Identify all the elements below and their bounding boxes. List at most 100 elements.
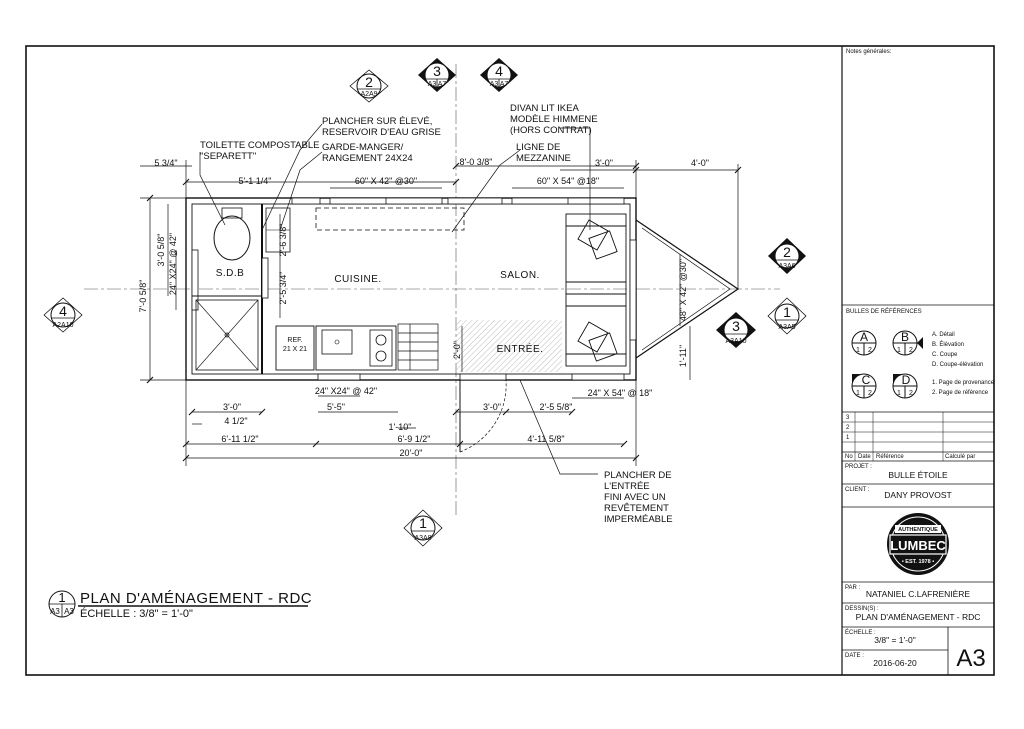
rev-header-calc: Calculé par: [945, 454, 975, 460]
par-value: NATANIEL C.LAFRENIÈRE: [866, 589, 971, 599]
dessin-value: PLAN D'AMÉNAGEMENT - RDC: [856, 612, 981, 622]
rev-row-1: 1: [846, 435, 850, 441]
lumbec-logo: AUTHENTIQUE LUMBEC • EST. 1978 •: [887, 513, 949, 575]
fridge-label: REF.: [287, 337, 302, 344]
dim-24x24-v: 24" X24" @ 42": [168, 233, 178, 295]
dim-4-1-2: 4 1/2": [224, 416, 247, 426]
svg-text:A3: A3: [428, 81, 437, 88]
svg-text:2: 2: [868, 390, 872, 397]
dim-7-0-5-8: 7'-0 5/8": [138, 280, 148, 313]
dim-3-0-5-8: 3'-0 5/8": [156, 234, 166, 267]
fridge: [275, 325, 315, 371]
bubble-4-a3a7: 4 A3 A7: [480, 58, 518, 92]
bubble-3-a3a7: 3 A3 A7: [418, 58, 456, 92]
shower-pan: [195, 299, 259, 371]
dim-3-0-bl: 3'-0": [223, 402, 241, 412]
dim-48x42: 48" X 42" @30": [678, 259, 688, 321]
dim-5-3-4: 5 3/4": [154, 158, 177, 168]
center-lines: [84, 64, 780, 515]
note-divan-2: MODÈLE HIMMENE: [510, 114, 598, 125]
note-entree-3: FINI AVEC UN: [604, 492, 666, 503]
entry-floor: [456, 320, 562, 372]
svg-text:AUTHENTIQUE: AUTHENTIQUE: [898, 527, 938, 533]
svg-text:A7: A7: [500, 81, 509, 88]
dim-8-0-3-8: 8'-0 3/8": [460, 157, 493, 167]
legend-c: C. Coupe: [932, 352, 958, 358]
bottom-windows: [191, 239, 637, 381]
note-toilette-1: TOILETTE COMPOSTABLE: [200, 140, 319, 151]
date-value: 2016-06-20: [873, 658, 917, 668]
svg-text:2: 2: [783, 244, 791, 260]
legend-d: D. Coupe-élévation: [932, 362, 983, 368]
projet-label: PROJET :: [845, 464, 872, 470]
legend-bubble-a: A 1 2: [851, 330, 877, 356]
title-bubble-num: 1: [58, 590, 65, 605]
note-garde-2: RANGEMENT 24X24: [322, 153, 413, 164]
legend-a: A. Détail: [932, 332, 955, 338]
top-windows: [291, 197, 625, 205]
projet-value: BULLE ÉTOILE: [888, 470, 948, 480]
leader-lines: [199, 123, 598, 475]
client-value: DANY PROVOST: [884, 490, 951, 500]
dim-3-0-bm: 3'-0": [483, 402, 501, 412]
stairs: [397, 323, 439, 371]
note-plancher-1: PLANCHER SUR ÉLEVÉ,: [322, 116, 432, 127]
svg-text:• EST. 1978 •: • EST. 1978 •: [902, 559, 934, 565]
svg-text:A: A: [860, 330, 868, 344]
par-label: PAR :: [845, 585, 861, 591]
note-ligne-2: MEZZANINE: [516, 153, 571, 164]
dim-5-11-1-4: 5'-1 1/4": [239, 176, 272, 186]
notes-label: Notes générales:: [846, 49, 892, 55]
drawing-title: 1 A3 A3 PLAN D'AMÉNAGEMENT - RDC ÉCHELLE…: [48, 590, 312, 620]
legend-bubble-b: B 1 2: [892, 330, 923, 356]
legend-bubble-c: C 1 2: [851, 373, 877, 399]
note-ligne-1: LIGNE DE: [516, 142, 560, 153]
note-entree-1: PLANCHER DE: [604, 470, 672, 481]
svg-text:1: 1: [897, 347, 901, 354]
svg-text:A2A10: A2A10: [52, 322, 73, 329]
bubble-1-a3a8: 1 A3A8: [403, 509, 443, 547]
svg-text:A3A8: A3A8: [414, 535, 431, 542]
room-label-cuisine: CUISINE.: [334, 274, 381, 285]
drawing-title-text: PLAN D'AMÉNAGEMENT - RDC: [80, 590, 312, 607]
svg-text:B: B: [901, 330, 909, 344]
echelle-label: ÉCHELLE :: [845, 629, 876, 636]
echelle-value: 3/8" = 1'-0": [874, 635, 915, 645]
svg-text:1: 1: [419, 515, 427, 531]
note-entree-5: IMPERMÉABLE: [604, 514, 673, 525]
legend-p1: 1. Page de provenance: [932, 380, 995, 386]
legend-p2: 2. Page de référence: [932, 390, 989, 396]
rev-header-date: Date: [858, 454, 871, 460]
note-divan-3: (HORS CONTRAT): [510, 125, 592, 136]
dim-1-11: 1'-11": [678, 345, 688, 367]
svg-text:1: 1: [856, 390, 860, 397]
svg-text:1: 1: [897, 390, 901, 397]
svg-text:1: 1: [856, 347, 860, 354]
dim-24x24-h: 24" X24" @ 42": [315, 386, 377, 396]
date-label: DATE :: [845, 653, 864, 659]
svg-text:3: 3: [732, 318, 740, 334]
floor-plan: [185, 197, 740, 453]
svg-text:C: C: [862, 373, 871, 387]
toilet-bowl: [213, 215, 251, 261]
dimension-text: 5 3/4" 5'-1 1/4" 60" X 42" @30" 8'-0 3/8…: [138, 157, 709, 458]
mezzanine-line: [315, 207, 465, 231]
dessin-label: DESSIN(S) :: [845, 606, 879, 612]
note-entree-2: L'ENTRÉE: [604, 481, 650, 492]
entry-door-swing: [459, 379, 507, 453]
room-label-salon: SALON.: [500, 270, 540, 281]
rev-row-3: 3: [846, 415, 850, 421]
note-garde-1: GARDE-MANGER/: [322, 142, 404, 153]
dim-60x54: 60" X 54" @18": [537, 176, 599, 186]
title-bubble-ref-b: A3: [64, 607, 74, 616]
dim-1-10: 1'-10": [389, 422, 412, 432]
dimension-ticks: [146, 162, 742, 462]
dim-5-5: 5'-5": [327, 402, 345, 412]
dim-2-5-3-4: 2'-5 3/4": [278, 272, 288, 305]
cooktop: [369, 329, 393, 367]
svg-text:A3: A3: [490, 81, 499, 88]
dim-2-0: 2'-0": [452, 341, 462, 359]
note-plancher-2: RESERVOIR D'EAU GRISE: [322, 127, 441, 138]
svg-text:A7: A7: [438, 81, 447, 88]
dim-4-0: 4'-0": [691, 158, 709, 168]
